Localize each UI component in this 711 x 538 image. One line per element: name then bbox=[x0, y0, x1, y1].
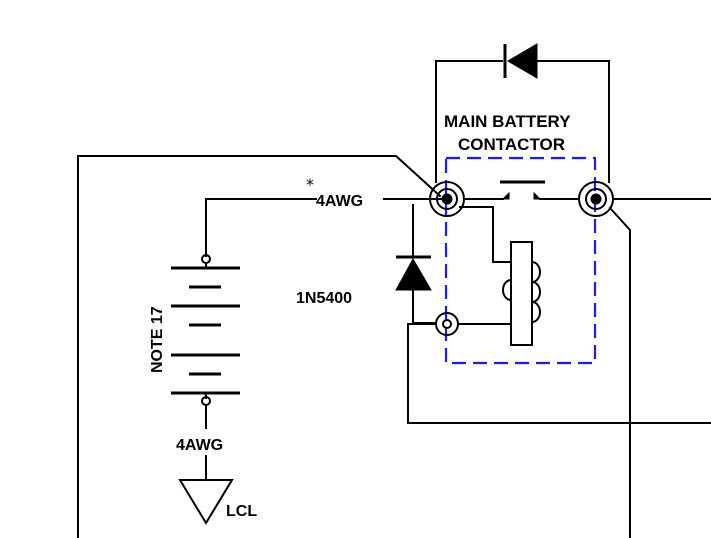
wire-gauge-label-bottom: 4AWG bbox=[176, 437, 223, 454]
diode-part-label: 1N5400 bbox=[296, 290, 352, 307]
ground-symbol bbox=[178, 455, 234, 525]
wire-gauge-label-top: 4AWG bbox=[316, 193, 363, 210]
ground-label: LCL bbox=[226, 503, 257, 520]
contactor-outline bbox=[444, 156, 597, 365]
suppression-diode bbox=[395, 204, 437, 324]
contactor-title-line2: CONTACTOR bbox=[458, 135, 565, 154]
wire-asterisk: * bbox=[306, 175, 314, 194]
bypass-diode bbox=[435, 43, 610, 183]
right-down-wire bbox=[608, 206, 631, 538]
contactor-title-line1: MAIN BATTERY bbox=[444, 112, 571, 131]
coil-feed-wire bbox=[459, 206, 512, 263]
bypass-wire-right bbox=[536, 60, 610, 183]
battery bbox=[171, 254, 240, 429]
bypass-diode-triangle bbox=[507, 43, 538, 79]
battery-note-label: NOTE 17 bbox=[149, 306, 166, 373]
bypass-wire-left bbox=[435, 60, 503, 183]
left-feed-wire bbox=[77, 155, 442, 538]
contactor-contacts bbox=[463, 180, 580, 200]
battery-positive-wire bbox=[205, 198, 317, 257]
contactor-coil bbox=[502, 241, 541, 346]
return-loop-wire bbox=[407, 323, 711, 424]
